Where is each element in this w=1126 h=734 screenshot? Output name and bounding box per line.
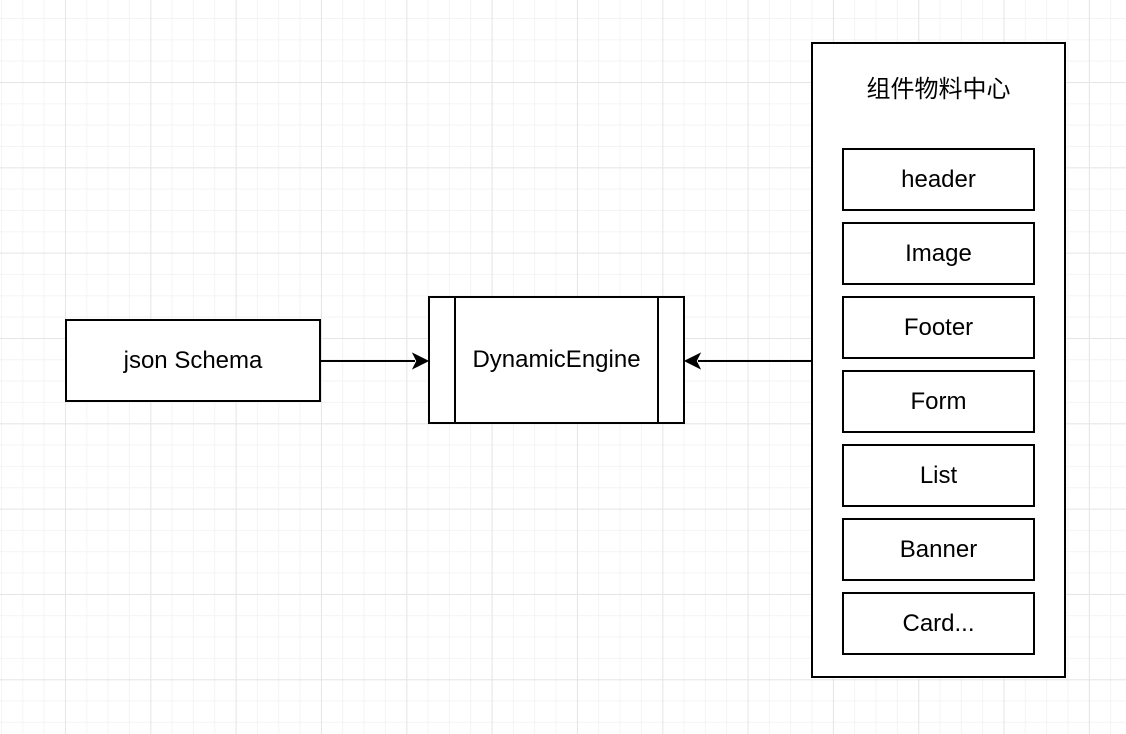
process-left-bar [454,298,456,422]
material-item-label: header [901,165,976,193]
dynamic-engine-label: DynamicEngine [472,346,641,373]
material-item-image[interactable]: Image [842,222,1035,285]
edge-json-schema-to-dynamic-engine[interactable] [321,352,430,370]
material-item-label: Banner [899,535,978,563]
material-item-label: Footer [903,313,974,341]
material-item-form[interactable]: Form [842,370,1035,433]
node-material-center[interactable]: 组件物料中心 header Image Footer Form List Ban… [811,42,1066,678]
material-item-header[interactable]: header [842,148,1035,211]
material-item-card[interactable]: Card... [842,592,1035,655]
arrowhead-left-icon [683,352,702,370]
node-json-schema[interactable]: json Schema [65,319,321,402]
material-item-footer[interactable]: Footer [842,296,1035,359]
material-item-label: Image [905,239,972,267]
material-item-label: List [919,461,958,489]
json-schema-label: json Schema [123,346,263,374]
node-dynamic-engine[interactable]: DynamicEngine [428,296,685,424]
arrowhead-right-icon [411,352,430,370]
material-item-banner[interactable]: Banner [842,518,1035,581]
material-item-label: Card... [902,609,975,637]
material-item-list[interactable]: List [842,444,1035,507]
material-center-items: header Image Footer Form List Banner Car… [842,148,1035,655]
process-right-bar [657,298,659,422]
material-center-title: 组件物料中心 [866,75,1011,103]
edge-material-center-to-dynamic-engine[interactable] [683,352,811,370]
material-item-label: Form [910,387,967,415]
